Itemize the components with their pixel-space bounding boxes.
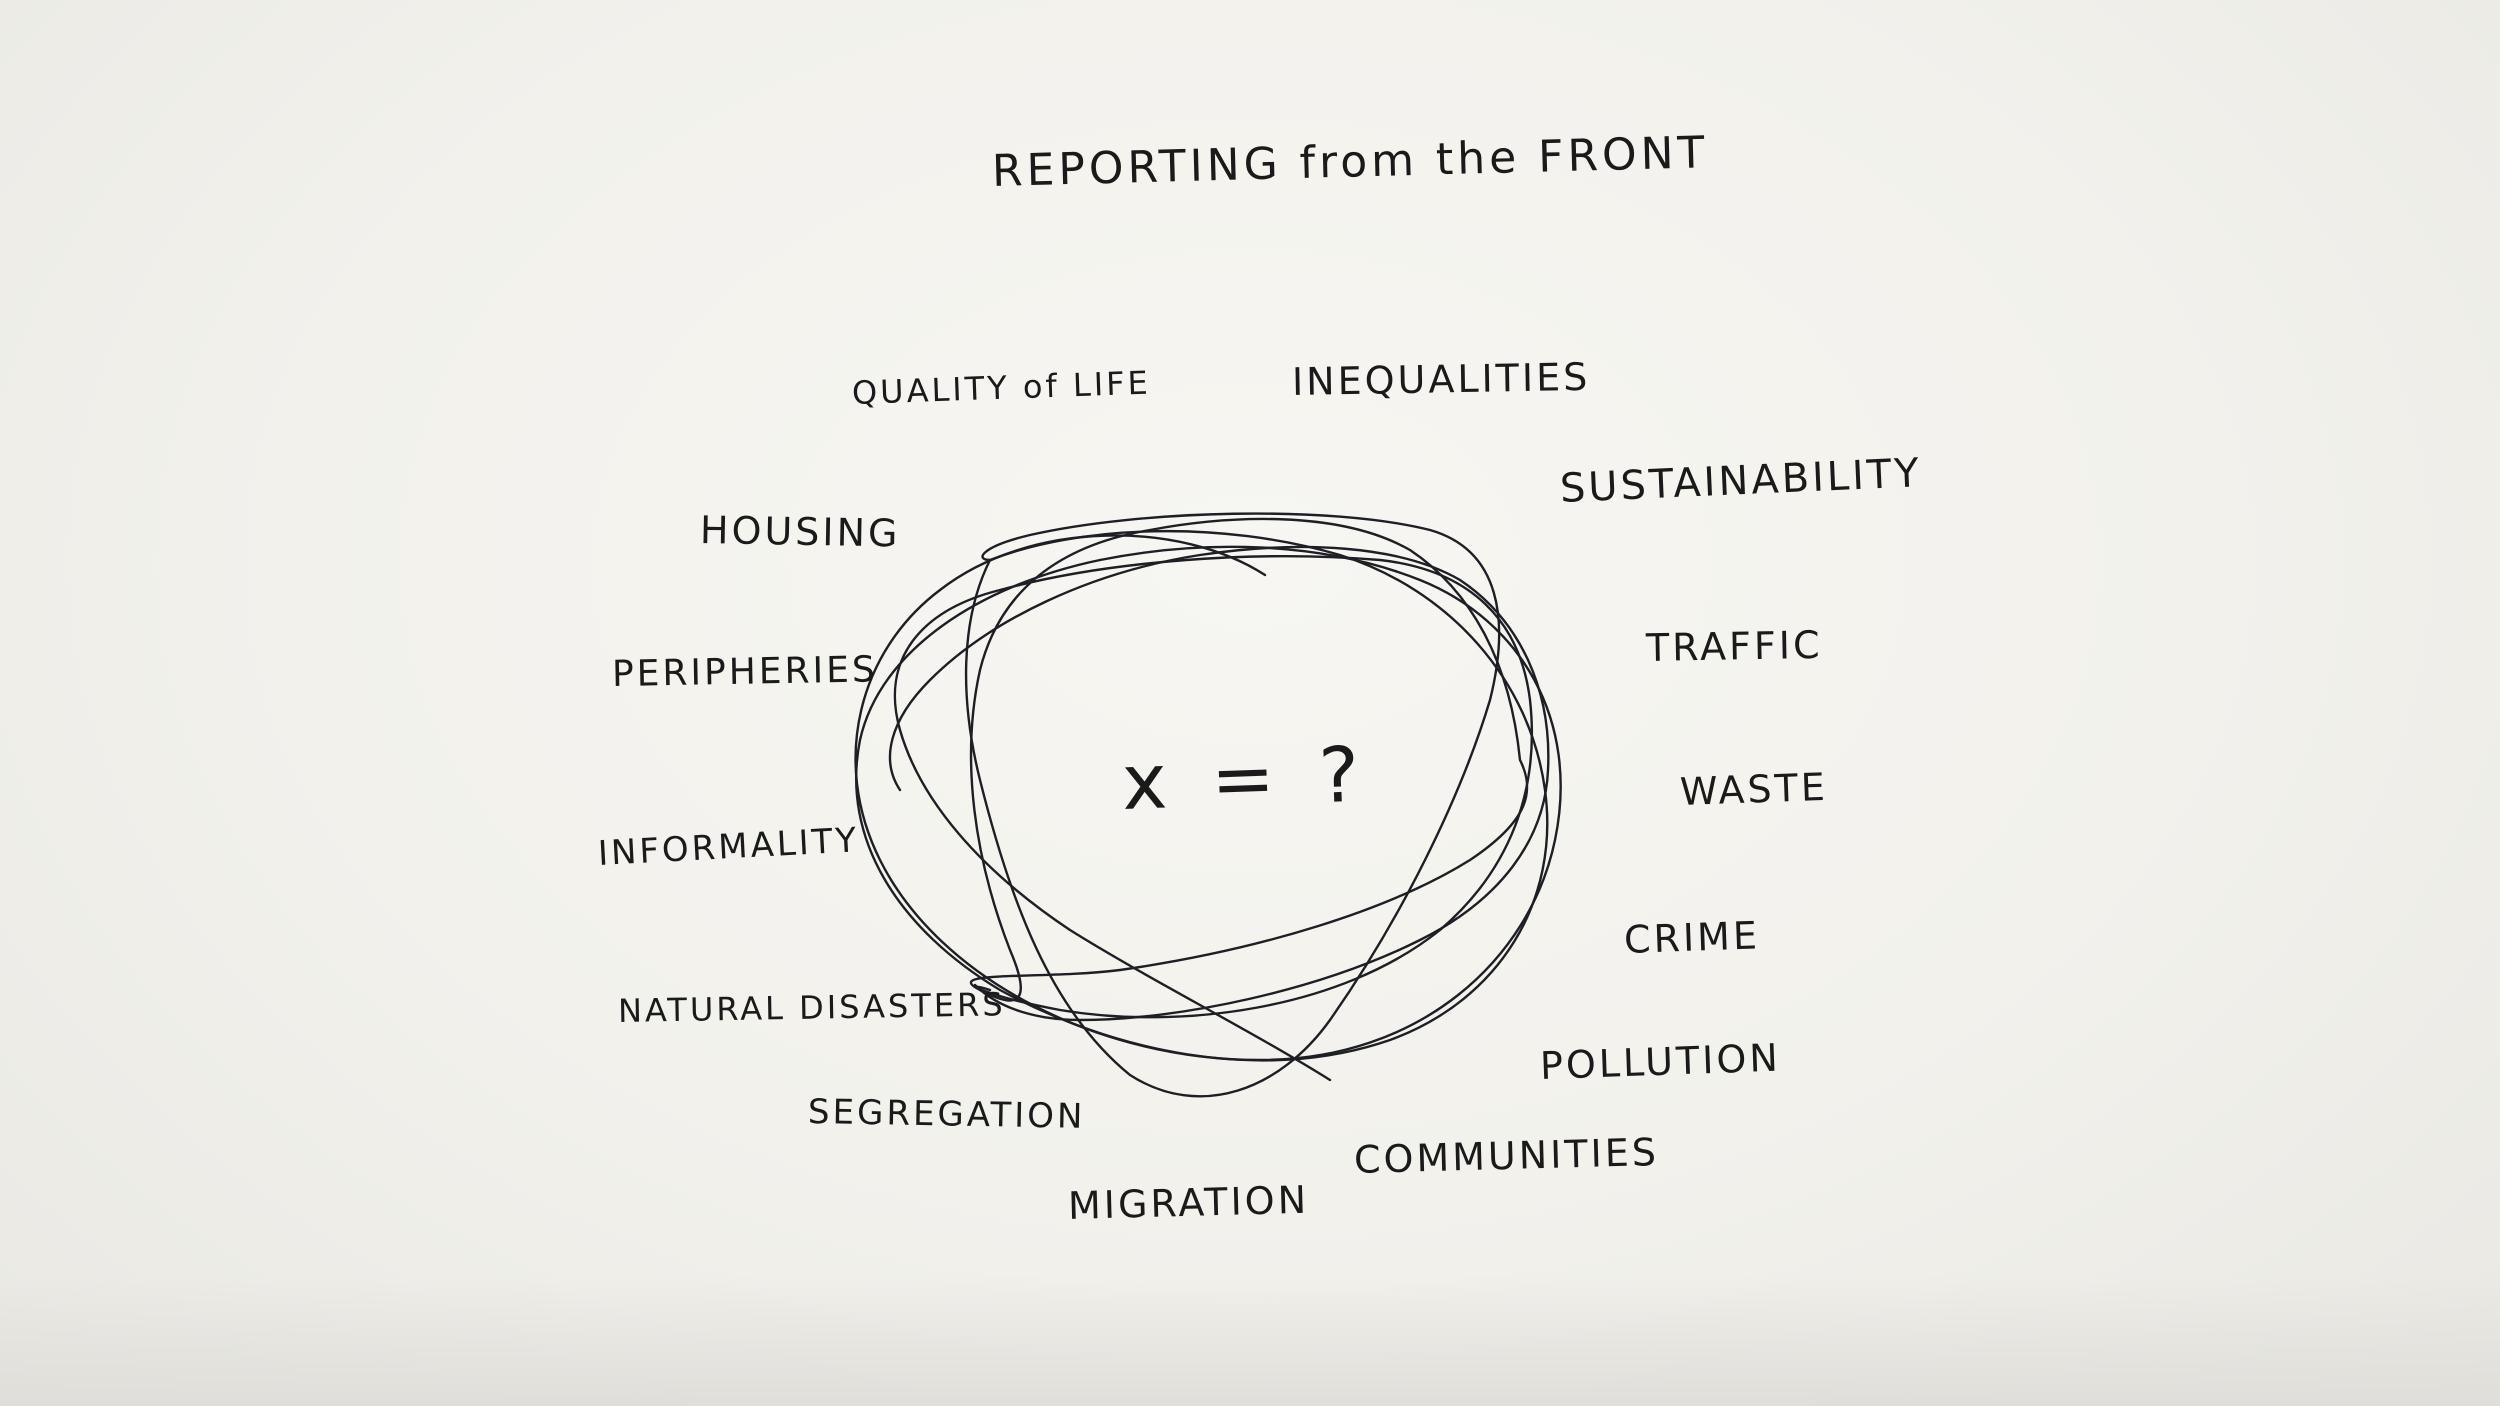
topic-peripheries: PERIPHERIES	[611, 649, 879, 695]
topic-inequalities: INEQUALITIES	[1291, 354, 1591, 404]
page-title: REPORTING from the FRONT	[991, 127, 1710, 197]
center-equation: x = ?	[1120, 729, 1371, 827]
topic-traffic: TRAFFIC	[1645, 622, 1823, 670]
topic-waste: WASTE	[1679, 764, 1829, 814]
paper-edge-shadow	[0, 1276, 2500, 1406]
topic-crime: CRIME	[1623, 913, 1761, 962]
topic-natural-disasters: NATURAL DISASTERS	[617, 985, 1006, 1030]
topic-pollution: POLLUTION	[1539, 1035, 1782, 1088]
topic-housing: HOUSING	[699, 508, 901, 556]
topic-informality: INFORMALITY	[596, 820, 861, 874]
topic-sustainability: SUSTAINABILITY	[1558, 450, 1923, 512]
topic-quality-of-life: QUALITY of LIFE	[851, 363, 1152, 412]
topic-segregation: SEGREGATION	[807, 1092, 1086, 1137]
topic-communities: COMMUNITIES	[1353, 1130, 1660, 1182]
topic-migration: MIGRATION	[1067, 1177, 1310, 1228]
